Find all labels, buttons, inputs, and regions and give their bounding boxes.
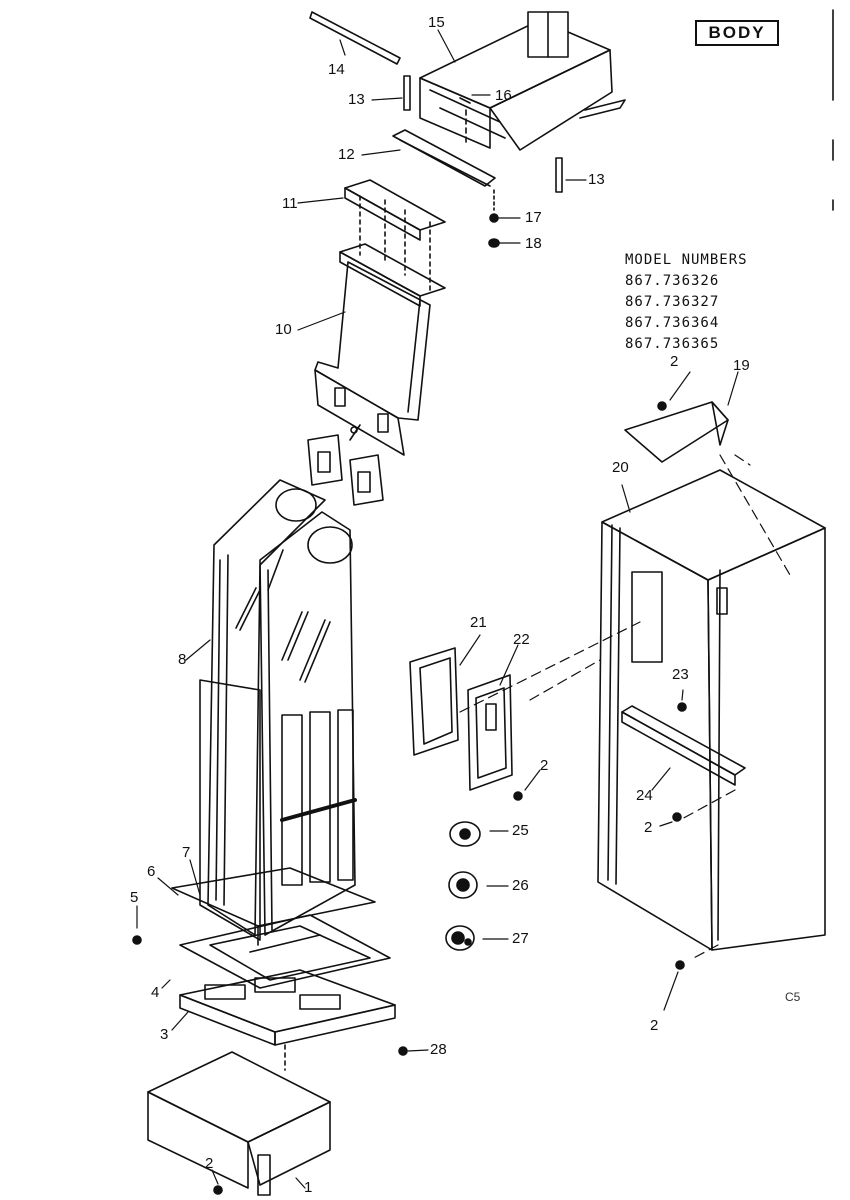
callout-3: 3	[160, 1026, 169, 1043]
corner-code: C5	[785, 990, 801, 1004]
callout-26: 26	[512, 877, 529, 894]
part-13-strips	[403, 75, 563, 193]
callout-2: 2	[650, 1017, 659, 1034]
part-3-tray	[179, 969, 396, 1071]
callout-13: 13	[348, 91, 365, 108]
callout-6: 6	[147, 863, 156, 880]
callout-23: 23	[672, 666, 689, 683]
callout-10: 10	[275, 321, 292, 338]
part-15-top-box	[419, 11, 626, 151]
model-number: 867.736326	[625, 273, 720, 289]
callout-15: 15	[428, 14, 445, 31]
section-tag: BODY	[695, 20, 779, 46]
screws	[132, 401, 687, 1195]
callout-19: 19	[733, 357, 750, 374]
model-numbers-block: MODEL NUMBERS 867.736326 867.736327 867.…	[625, 250, 748, 355]
callout-8: 8	[178, 651, 187, 668]
callout-2: 2	[205, 1155, 214, 1172]
callout-4: 4	[151, 984, 160, 1001]
model-number: 867.736327	[625, 294, 720, 310]
callout-25: 25	[512, 822, 529, 839]
callout-28: 28	[430, 1041, 447, 1058]
part-11-flange	[339, 179, 446, 307]
model-numbers-heading: MODEL NUMBERS	[625, 252, 748, 268]
callout-2: 2	[670, 353, 679, 370]
callout-18: 18	[525, 235, 542, 252]
part-4-gasket	[179, 914, 391, 989]
model-number: 867.736364	[625, 315, 720, 331]
callout-7: 7	[182, 844, 191, 861]
callout-12: 12	[338, 146, 355, 163]
model-number: 867.736365	[625, 336, 720, 352]
part-1-shield	[147, 1051, 331, 1196]
callout-2: 2	[644, 819, 653, 836]
part-14-strip	[309, 11, 401, 65]
part-21-panel	[409, 647, 459, 756]
callout-1: 1	[304, 1179, 313, 1196]
callout-2: 2	[540, 757, 549, 774]
part-20-casing	[597, 469, 826, 951]
part-gaskets	[307, 424, 384, 506]
callout-20: 20	[612, 459, 629, 476]
callout-16: 16	[495, 87, 512, 104]
part-24-rail	[621, 705, 746, 786]
callout-13: 13	[588, 171, 605, 188]
leader-lines	[136, 29, 739, 1189]
assembly-lines	[459, 454, 791, 961]
callout-14: 14	[328, 61, 345, 78]
part-8-heat-exchanger	[199, 479, 357, 941]
callout-5: 5	[130, 889, 139, 906]
callout-22: 22	[513, 631, 530, 648]
callout-11: 11	[282, 195, 298, 212]
part-25-27-switches	[445, 821, 481, 951]
part-19-hood	[624, 401, 729, 463]
callout-27: 27	[512, 930, 529, 947]
part-10-collector	[314, 261, 431, 456]
part-12-angle	[392, 129, 496, 187]
callout-21: 21	[470, 614, 487, 631]
callout-17: 17	[525, 209, 542, 226]
part-22-control	[467, 674, 513, 791]
callout-24: 24	[636, 787, 653, 804]
